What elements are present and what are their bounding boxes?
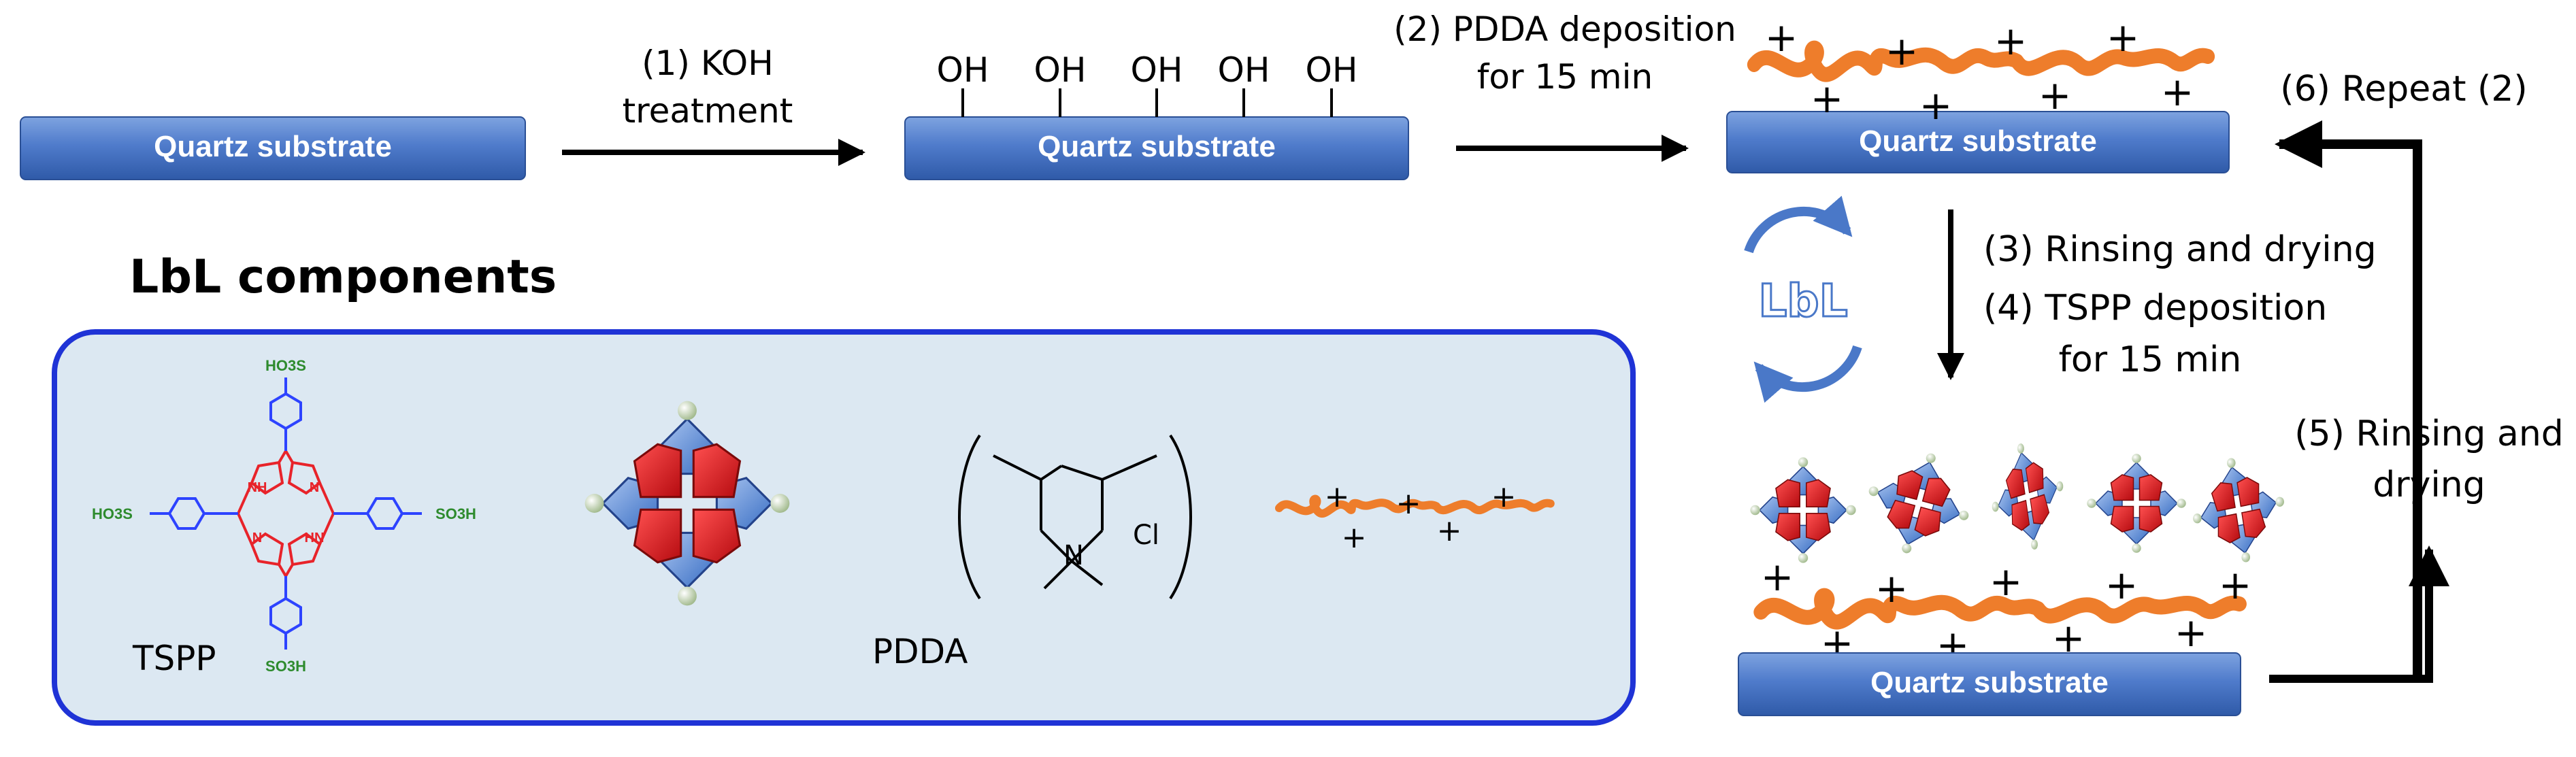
- svg-text:+: +: [1919, 82, 1953, 129]
- step-2-line-2: for 15 min: [1477, 57, 1653, 97]
- hydroxyl-groups: OH OH OH OH OH: [937, 50, 1358, 117]
- pdda-chain-charges: + + + + +: [1325, 480, 1517, 555]
- svg-text:N: N: [252, 531, 262, 545]
- pdda-label: PDDA: [872, 632, 968, 671]
- svg-text:OH: OH: [1306, 50, 1358, 90]
- svg-text:OH: OH: [1034, 50, 1087, 90]
- tspp-so3h-right: SO3H: [435, 505, 476, 522]
- svg-text:+: +: [1994, 18, 2028, 64]
- svg-text:+: +: [1761, 554, 1794, 600]
- step-4-line-2: for 15 min: [2059, 339, 2242, 380]
- tspp-so3h-top: HO3S: [265, 357, 306, 374]
- svg-text:+: +: [1885, 28, 1919, 74]
- lbl-cycle-label: LbL: [1758, 275, 1847, 327]
- svg-text:+: +: [1491, 480, 1517, 514]
- pdda-n: N: [1063, 540, 1084, 571]
- step-1-line-1: (1) KOH: [642, 44, 774, 83]
- svg-text:+: +: [1342, 520, 1367, 555]
- tspp-so3h-left: HO3S: [92, 505, 133, 522]
- arrow-step-5: [2269, 545, 2449, 683]
- svg-text:+: +: [2219, 562, 2252, 608]
- svg-text:NH: NH: [248, 480, 267, 495]
- step-1-line-2: treatment: [623, 91, 793, 131]
- tspp-label: TSPP: [132, 639, 216, 678]
- substrate-2-label: Quartz substrate: [1038, 130, 1276, 163]
- svg-text:+: +: [1811, 75, 1844, 122]
- svg-text:+: +: [2107, 14, 2140, 61]
- components-title: LbL components: [129, 250, 557, 304]
- tspp-structure: HO3S SO3H HO3S SO3H NH N N HN: [92, 357, 476, 675]
- substrate-1: [20, 116, 526, 180]
- svg-text:HN: HN: [305, 531, 325, 545]
- svg-text:N: N: [310, 480, 319, 495]
- substrate-4: [1738, 652, 2241, 716]
- svg-text:+: +: [1396, 486, 1421, 521]
- components-panel: [52, 329, 1636, 726]
- step-5-line-1: (5) Rinsing and: [2294, 414, 2564, 454]
- tspp-so3h-bottom: SO3H: [265, 658, 306, 675]
- pdda-layer-top: [1754, 48, 2208, 75]
- svg-text:+: +: [1875, 565, 1909, 611]
- svg-text:+: +: [1989, 558, 2023, 605]
- step-3-label: (3) Rinsing and drying: [1983, 229, 2377, 270]
- step-2-line-1: (2) PDDA deposition: [1393, 10, 1736, 49]
- step-6-label: (6) Repeat (2): [2280, 69, 2527, 110]
- substrate-3: [1726, 111, 2230, 173]
- lbl-cycle-icon: LbL: [1744, 195, 1862, 403]
- tspp-layer: [1749, 431, 2293, 572]
- pdda-cl: Cl: [1133, 520, 1159, 551]
- svg-text:+: +: [1437, 514, 1462, 548]
- charges-top: + + + + + + + +: [1765, 14, 2194, 129]
- svg-text:+: +: [2038, 72, 2072, 118]
- svg-text:+: +: [2105, 562, 2139, 608]
- substrate-1-label: Quartz substrate: [154, 130, 392, 163]
- step-5-line-2: drying: [2373, 465, 2486, 505]
- svg-text:OH: OH: [937, 50, 989, 90]
- svg-text:OH: OH: [1131, 50, 1183, 90]
- svg-text:+: +: [2161, 69, 2194, 115]
- svg-text:+: +: [1325, 480, 1350, 514]
- arrow-step-6: [2275, 120, 2422, 680]
- svg-text:OH: OH: [1218, 50, 1270, 90]
- substrate-3-label: Quartz substrate: [1859, 124, 2097, 158]
- substrate-4-label: Quartz substrate: [1870, 666, 2109, 699]
- svg-text:+: +: [2175, 609, 2208, 656]
- pdda-structure: [958, 434, 1192, 600]
- svg-text:+: +: [1765, 14, 1798, 61]
- step-4-line-1: (4) TSPP deposition: [1983, 288, 2327, 329]
